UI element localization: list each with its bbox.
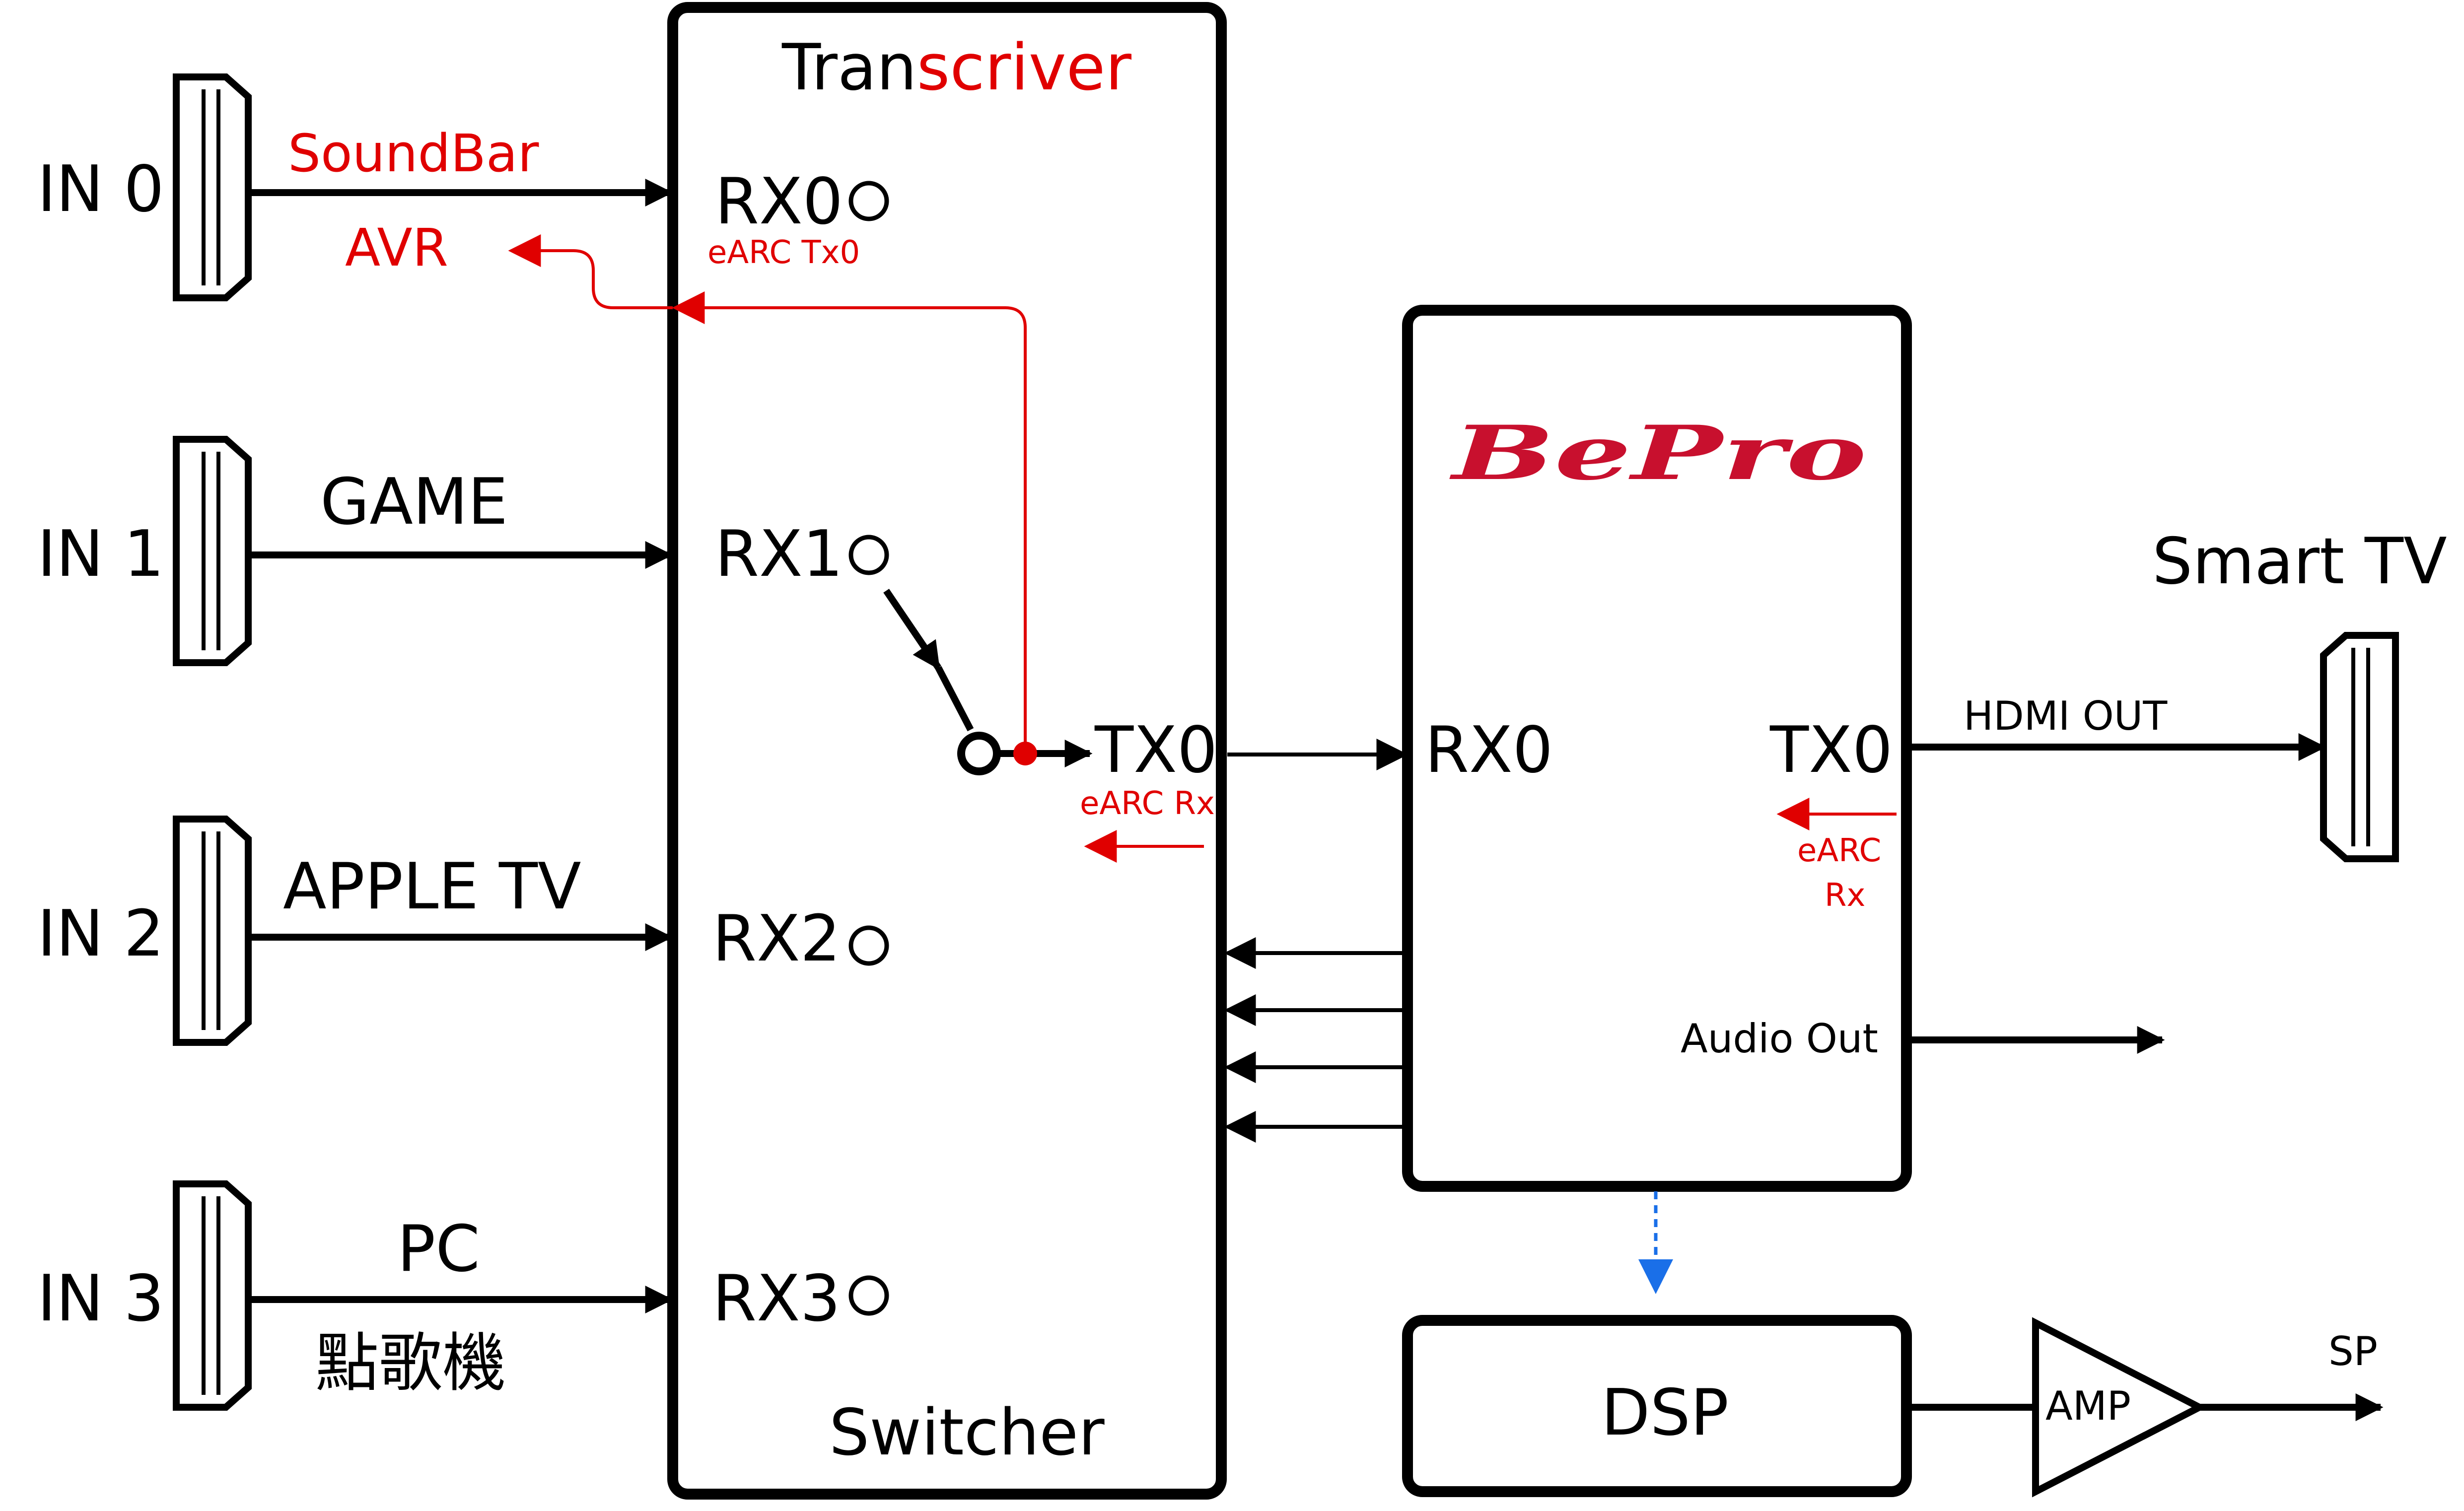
amp-triangle-icon — [2032, 1317, 2207, 1498]
bepro-tx0-label: TX0 — [1769, 713, 1893, 787]
smart-tv-label: Smart TV — [2152, 525, 2447, 599]
rx2-port-icon — [848, 925, 889, 966]
bepro-rx-label: Rx — [1825, 877, 1865, 914]
transceiver-box — [667, 2, 1227, 1500]
karaoke-label: 點歌機 — [315, 1326, 506, 1400]
selector-switch-icon — [883, 589, 1001, 775]
rx1-port-icon — [848, 535, 889, 575]
rx0-earc-tx0-label: eARC Tx0 — [707, 234, 860, 271]
transceiver-title: Transcriver — [781, 31, 1131, 105]
switch-rx2-label: RX2 — [712, 902, 841, 976]
audio-out-label: Audio Out — [1681, 1016, 1878, 1062]
transceiver-title-red: scriver — [917, 31, 1132, 105]
earc-junction-dot — [1013, 742, 1037, 765]
pc-label: PC — [397, 1212, 480, 1286]
transceiver-title-black: Tran — [781, 31, 917, 105]
in3-label: IN 3 — [37, 1262, 164, 1336]
switch-rx1-label: RX1 — [715, 517, 843, 591]
switch-rx3-label: RX3 — [712, 1262, 841, 1336]
rx3-port-icon — [848, 1275, 889, 1316]
bepro-rx0-label: RX0 — [1425, 713, 1553, 787]
switch-rx0-label: RX0 — [715, 165, 843, 239]
speaker-label: SP — [2328, 1328, 2378, 1374]
tx0-earc-rx-label: eARC Rx — [1080, 785, 1215, 822]
in2-label: IN 2 — [37, 897, 164, 971]
hdmi-connector-in1 — [173, 436, 252, 666]
switcher-label: Switcher — [829, 1396, 1105, 1470]
bepro-earc-label: eARC — [1797, 832, 1881, 869]
apple-tv-label: APPLE TV — [283, 850, 581, 924]
hdmi-connector-smart-tv — [2320, 632, 2399, 862]
amp-label: AMP — [2045, 1383, 2131, 1429]
in1-label: IN 1 — [37, 517, 164, 591]
bepro-logo: BePro — [1449, 410, 1867, 497]
avr-label: AVR — [345, 217, 448, 278]
hdmi-connector-in3 — [173, 1180, 252, 1411]
game-label: GAME — [320, 465, 508, 539]
hdmi-connector-in2 — [173, 816, 252, 1046]
dsp-label: DSP — [1601, 1376, 1729, 1450]
hdmi-out-label: HDMI OUT — [1964, 693, 2168, 739]
in0-label: IN 0 — [37, 152, 164, 226]
avr-earc-path — [508, 234, 673, 309]
switch-tx0-label: TX0 — [1094, 713, 1217, 787]
rx0-port-icon — [848, 181, 889, 221]
earc-return-path — [672, 291, 1027, 742]
hdmi-connector-in0 — [173, 73, 252, 301]
soundbar-label: SoundBar — [288, 123, 539, 184]
